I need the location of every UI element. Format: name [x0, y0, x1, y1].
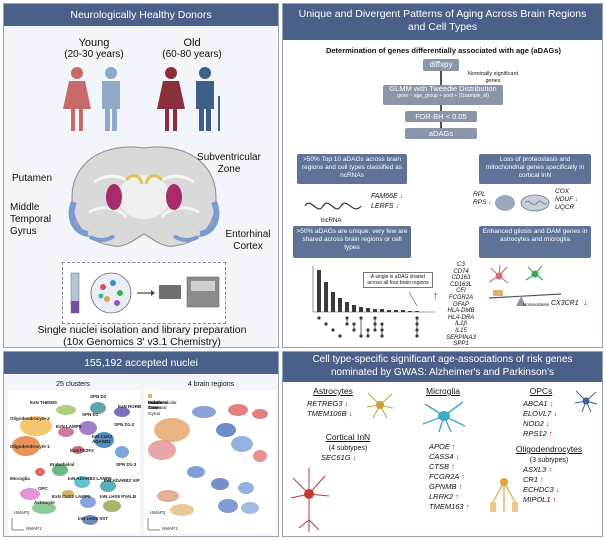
gene-lerfs: LERFS ↓: [371, 203, 400, 210]
astrocyte-genes: RETREG3 ↓ TMEM106B ↓: [307, 399, 353, 418]
ncrna-genes: FAM66E ↓ LERFS ↓: [371, 192, 403, 212]
cluster-label: SPN D1-2: [114, 422, 135, 427]
young-male-icon: [102, 67, 120, 131]
upset-note: A single is aDAG shared across all four …: [363, 272, 433, 288]
step-adags: aDAGs: [405, 128, 477, 139]
brain-section-diagram: [68, 146, 220, 247]
panel-umap: 155,192 accepted nuclei 25 clusters 4 br…: [3, 351, 279, 537]
upset-plot-icon: [312, 266, 435, 338]
gliosis-genes: C3 CD74 CD163 CD163L CFI FCGR2A GFAP HLA…: [446, 262, 476, 348]
opc-icon: [574, 390, 598, 413]
old-label: Old (60-80 years): [162, 37, 222, 60]
note-nominal: Nominally significant genes: [467, 71, 519, 84]
homeostasis-label: Homeostasis: [523, 302, 550, 307]
neuron-icon: [290, 468, 330, 532]
glia-balance-icon: [488, 264, 562, 306]
panel-aging-patterns: Unique and Divergent Patterns of Aging A…: [282, 3, 603, 348]
finding-unique: >50% aDAGs are unique: very few are shar…: [293, 226, 411, 258]
gliosis-up-arrow: ↑: [433, 290, 439, 302]
opc-genes: ABCA1 ↓ ELOVL7 ↓ NOD2 ↓ RPS12 ↑: [523, 399, 558, 438]
gene-cx3cr1: CX3CR1 ↓: [551, 297, 588, 307]
astrocyte-icon: [366, 392, 394, 419]
umap-axis-y: UMAP2: [150, 510, 166, 515]
donor-figures: [63, 67, 220, 131]
umap-axis-x: UMAP1: [162, 526, 178, 531]
celltype-oligodendrocytes: Oligodendrocytes: [515, 444, 583, 454]
cluster-label: SPN D1-3: [116, 462, 137, 467]
umap-axis-y: UMAP2: [14, 510, 30, 515]
library-prep-illustration: [62, 262, 226, 324]
cluster-label: InN LHX6 SST: [78, 516, 109, 521]
caption-library-prep: Single nuclei isolation and library prep…: [37, 324, 247, 348]
ribosome-mitochondria-icon: [495, 194, 550, 212]
microglia-icon: [422, 401, 466, 433]
panel-title: 155,192 accepted nuclei: [4, 352, 278, 374]
cluster-label: ExN LAMP5: [56, 424, 82, 429]
lncrna-label: lncRNA: [321, 218, 342, 224]
cluster-label: InN CUX2 ADARB2: [92, 434, 113, 444]
gene-fam66e: FAM66E ↓: [371, 193, 404, 200]
panel-gwas: Cell type-specific significant age-assoc…: [282, 351, 603, 537]
old-male-icon: [196, 67, 220, 131]
cortical-genes: SEC61G ↓: [321, 453, 357, 462]
subtitle-adags: Determination of genes differentially as…: [325, 46, 562, 55]
cluster-label: SPN D2: [90, 394, 107, 399]
label-mtg: Middle Temporal Gyrus: [10, 202, 52, 237]
cluster-label: Oligodendrocyte-2: [10, 416, 50, 421]
oligodendrocyte-icon: [490, 478, 518, 512]
umap-axis-x: UMAP1: [26, 526, 42, 531]
finding-proteostasis: Loss of proteostasis and mitochondrial g…: [479, 154, 591, 184]
flow-arrow-2: [440, 105, 442, 111]
oligo-subtypes: (3 subtypes): [529, 457, 569, 464]
microglia-genes: APOE ↑ CASS4 ↓ CTSB ↑ FCGR2A ↑ GPNMB ↑ L…: [429, 442, 470, 511]
celltype-astrocytes: Astrocytes: [313, 386, 353, 396]
young-label: Young (20-30 years): [64, 37, 124, 60]
cluster-label: ExN RORB: [118, 404, 142, 409]
cluster-label: InN ADARB2 VIP: [104, 478, 140, 483]
step-diffxpy: diffxpy: [423, 59, 459, 71]
umap-clusters-title: 25 clusters: [56, 381, 90, 388]
proteostasis-genes-right: COX NDUF ↓ UQCR: [555, 188, 578, 211]
panel-donors: Neurologically Healthy Donors Young (20-…: [3, 3, 279, 348]
finding-ncrna: >50% Top 10 aDAGs across brain regions a…: [297, 154, 407, 184]
proteostasis-genes-left: RPL RPS ↓: [473, 191, 492, 206]
cluster-label: ExN FEZF2: [70, 448, 94, 453]
cluster-label: Astrocyte: [34, 500, 55, 505]
young-female-icon: [63, 67, 91, 131]
lncrna-strand-icon: [304, 202, 362, 210]
umap-regions-title: 4 brain regions: [187, 381, 235, 388]
label-subventricular: Subventricular Zone: [197, 152, 261, 175]
step-glmm: GLMM with Tweedie Distribution gene ~ ag…: [383, 85, 503, 105]
oligo-genes: ASXL3 ↑ CR1 ↑ ECHDC3 ↓ MIPOL1 ↑: [523, 465, 560, 504]
celltype-microglia: Microglia: [425, 386, 460, 396]
finding-gliosis: Enhanced gliosis and DAM genes in astroc…: [479, 226, 591, 258]
cortical-subtypes: (4 subtypes): [328, 445, 368, 452]
label-putamen: Putamen: [12, 173, 53, 184]
cluster-label: SPN D1: [82, 412, 99, 417]
flow-arrow-1: [440, 71, 442, 85]
panel-title: Cell type-specific significant age-assoc…: [283, 352, 602, 382]
celltype-cortical-inn: Cortical InN: [325, 432, 371, 442]
cluster-label: InN ADARB2 LAMP5: [68, 476, 112, 481]
cluster-label: InN LHX6 PVALB: [100, 494, 137, 499]
cluster-label: Oligodendrocyte-1: [10, 444, 50, 449]
old-female-icon: [157, 67, 185, 131]
umap-clusters: ExN THEMIS SPN D2 Oligodendrocyte-2 ExN …: [8, 390, 142, 534]
cluster-label: Endothelial: [50, 462, 75, 467]
cluster-label: Microglia: [10, 476, 30, 481]
flow-arrow-3: [440, 122, 442, 128]
cluster-label: ExN CUX2 LAMP5: [52, 494, 91, 499]
legend-svz: Subventricular Zone: [148, 394, 177, 411]
cluster-label: OPC: [38, 486, 48, 491]
panel-title: Neurologically Healthy Donors: [4, 4, 278, 26]
umap-regions: Entorhinal Cortex Middle Temporal Gyrus …: [144, 390, 276, 534]
cluster-label: ExN THEMIS: [30, 400, 58, 405]
step-fdr: FDR-BH < 0.05: [405, 111, 477, 122]
label-entorhinal: Entorhinal Cortex: [225, 229, 271, 252]
celltype-opcs: OPCs: [529, 386, 553, 396]
panel-title: Unique and Divergent Patterns of Aging A…: [283, 4, 602, 40]
